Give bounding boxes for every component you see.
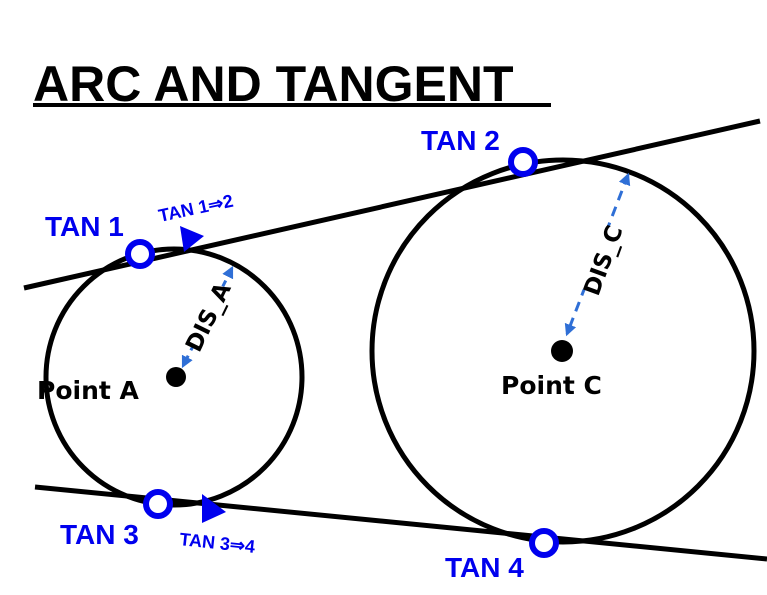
dis-c-label: DIS_C <box>579 222 628 299</box>
direction-label-lower: TAN 3⇒4 <box>179 529 256 557</box>
point-c-center <box>551 340 573 362</box>
dis-a-arrow <box>181 265 234 369</box>
tan4-label: TAN 4 <box>445 552 524 583</box>
tan3-label: TAN 3 <box>60 519 139 550</box>
dis-a-label-bg <box>180 280 234 353</box>
tan1-marker <box>125 239 155 269</box>
point-a-center <box>166 367 186 387</box>
tan2-label: TAN 2 <box>421 125 500 156</box>
dis-c-label-bg <box>577 223 625 297</box>
direction-arrow-tan1-to-tan2 <box>180 226 204 252</box>
point-a-label: Point A <box>37 376 140 405</box>
circle-c <box>369 157 757 545</box>
point-c-label: Point C <box>501 371 602 400</box>
dis-a-label: DIS_A <box>181 279 237 357</box>
direction-arrow-tan3-to-tan4 <box>202 494 226 523</box>
circle-a <box>43 246 305 508</box>
tan4-marker <box>529 528 559 558</box>
diagram-title: ARC AND TANGENT <box>33 56 514 112</box>
tan2-marker <box>508 147 538 177</box>
tan3-marker <box>143 489 173 519</box>
tan1-label: TAN 1 <box>45 211 124 242</box>
direction-label-upper: TAN 1⇒2 <box>157 191 235 226</box>
